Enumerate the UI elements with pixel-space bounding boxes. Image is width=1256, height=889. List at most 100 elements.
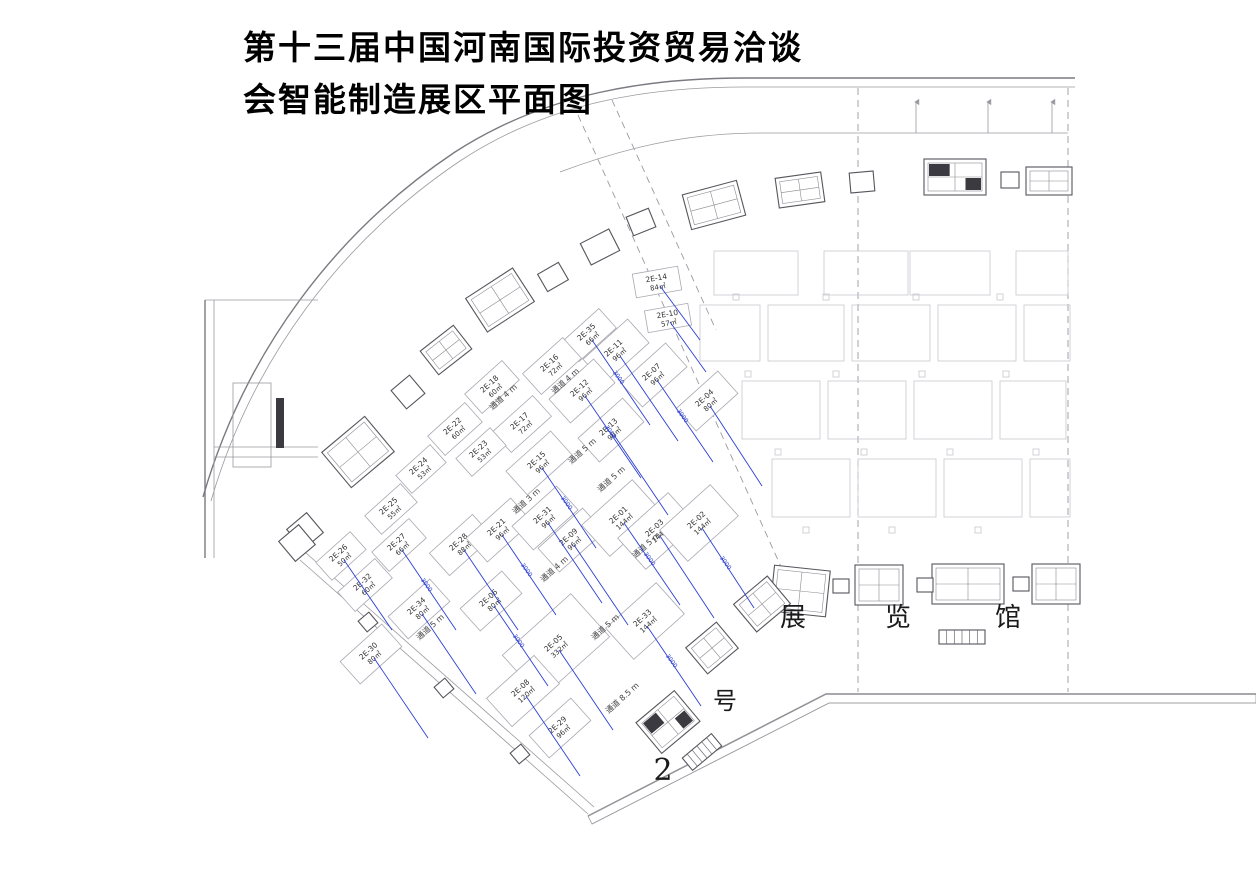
column-marker — [912, 293, 920, 301]
axis-dashed-line — [577, 114, 796, 599]
booth-outline — [528, 697, 592, 759]
structural-module — [536, 261, 570, 293]
module-partition — [752, 593, 772, 615]
column-marker — [860, 448, 868, 456]
unlabeled-booth-outline — [943, 458, 1023, 518]
booth-outline — [427, 402, 483, 456]
booth-outline — [464, 360, 520, 414]
structural-module — [277, 523, 317, 563]
dimension-leader-line — [373, 657, 429, 739]
booth-outline — [337, 558, 393, 612]
structural-module — [774, 171, 826, 209]
structural-modules-layer — [277, 158, 1081, 772]
booth-outline — [522, 336, 582, 396]
column-marker — [774, 448, 782, 456]
dimension-leader-line — [623, 522, 681, 606]
booth-outline — [459, 570, 523, 632]
unlabeled-booth-outline — [913, 380, 993, 440]
dimension-leader-line — [401, 549, 457, 631]
column-marker — [802, 526, 810, 534]
module-partition — [797, 572, 803, 610]
dimension-leader-line — [558, 649, 614, 731]
unlabeled-booth-outline — [999, 380, 1067, 440]
axis-dashed-line — [611, 99, 717, 331]
unlabeled-booth-outline — [1023, 304, 1071, 362]
hall-name-char: 览 — [885, 603, 911, 633]
structural-module — [419, 324, 473, 376]
module-core — [643, 712, 665, 734]
module-outline — [357, 611, 379, 633]
stair-tread — [696, 745, 708, 759]
booth-outline — [455, 427, 507, 477]
wall-rect — [232, 382, 272, 468]
structural-module — [509, 743, 531, 765]
module-core — [965, 178, 981, 190]
dimension-leader-line — [501, 534, 557, 616]
dimension-leader-line — [659, 285, 701, 341]
structural-module — [357, 611, 379, 633]
structural-module — [579, 228, 621, 266]
hall-name-char: 号 — [713, 687, 737, 715]
booth-area-label: 57㎡ — [660, 318, 677, 329]
stair-tread — [706, 737, 718, 751]
booth-outline — [395, 444, 447, 494]
column-marker — [822, 293, 830, 301]
booth-outline — [511, 485, 579, 551]
dimension-leader-line — [619, 355, 679, 442]
wall-line — [210, 86, 1075, 502]
booth-outline — [620, 342, 688, 408]
unlabeled-booth-outline — [857, 458, 937, 518]
dimension-leader-line — [709, 405, 763, 487]
unlabeled-booth-outline — [823, 250, 909, 296]
booth-outline — [465, 497, 533, 563]
unlabeled-booth-outline — [827, 380, 907, 440]
unlabeled-booth-outline — [767, 304, 845, 362]
module-outline — [1012, 576, 1030, 592]
module-outline — [536, 261, 570, 293]
module-outline — [625, 207, 657, 237]
structural-module — [916, 577, 934, 593]
dimension-leader-line — [613, 434, 669, 516]
structural-module — [854, 564, 904, 606]
unlabeled-booth-outline — [741, 380, 821, 440]
stairs-icon — [681, 732, 723, 772]
wall-line — [202, 77, 1075, 498]
dimension-leader-line — [525, 695, 581, 777]
booth-outline — [605, 582, 685, 660]
dimension-value-label: 3000 — [718, 555, 733, 572]
booth-outline — [485, 654, 561, 728]
column-marker — [832, 370, 840, 378]
module-partition — [703, 637, 721, 659]
booth-outline — [364, 483, 418, 535]
drawing-title: 第十三届中国河南国际投资贸易洽谈 会智能制造展区平面图 — [243, 22, 803, 126]
grid-layer — [699, 250, 1071, 534]
structural-module — [1012, 576, 1030, 592]
booth-outline — [631, 265, 683, 299]
structural-module — [832, 578, 850, 594]
structural-module — [464, 267, 536, 333]
unlabeled-booth-outline — [699, 304, 761, 362]
booth-area-label: 84㎡ — [649, 282, 666, 293]
hall-name-char: 2 — [653, 753, 672, 788]
module-partition — [345, 437, 371, 467]
module-outline — [916, 577, 934, 593]
structural-module — [732, 575, 792, 633]
booth-outline — [643, 302, 693, 334]
module-outline — [390, 374, 426, 410]
module-partition — [710, 191, 718, 219]
structural-module — [320, 415, 396, 489]
dimension-leader-line — [421, 613, 477, 695]
booth-outline — [387, 578, 451, 640]
dimension-leader-line — [659, 535, 715, 619]
column-marker — [888, 526, 896, 534]
dimension-leader-line — [343, 559, 393, 631]
